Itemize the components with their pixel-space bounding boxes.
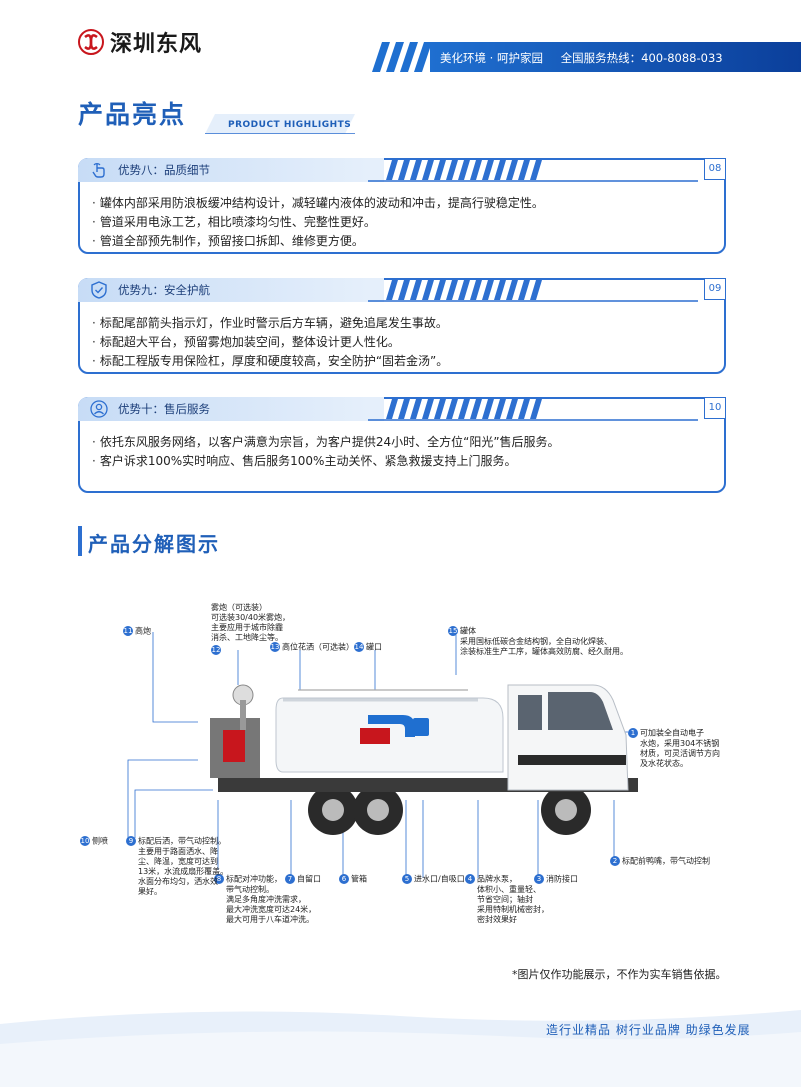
highlights-subtitle-bar	[205, 114, 355, 134]
list-item: 罐体内部采用防浪板缓冲结构设计，减轻罐内液体的波动和冲击，提高行驶稳定性。	[92, 194, 544, 213]
header-band	[430, 42, 801, 72]
footer-slogan: 造行业精品 树行业品牌 助绿色发展	[546, 1023, 751, 1037]
list-item: 标配尾部箭头指示灯，作业时警示后方车辆，避免追尾发生事故。	[92, 314, 448, 333]
header-stripes-decoration	[372, 42, 432, 72]
dongfeng-logo-icon	[78, 29, 104, 55]
logo-text: 深圳东风	[110, 32, 203, 57]
card-list: 依托东风服务网络，以客户满意为宗旨，为客户提供24小时、全方位“阳光”售后服务。…	[92, 433, 560, 471]
header-slogan: 美化环境 · 呵护家园 全国服务热线：400-8088-033	[440, 50, 737, 66]
highlights-subtitle: PRODUCT HIGHLIGHTS	[228, 120, 352, 130]
card-number: 08	[704, 158, 726, 180]
truck-illustration	[127, 632, 638, 878]
page-header: 深圳东风 美化环境 · 呵护家园 全国服务热线：400-8088-033	[0, 0, 801, 72]
card-number: 10	[704, 397, 726, 419]
card-header: 优势八：品质细节	[78, 158, 368, 182]
brand-logo: 深圳东风	[78, 28, 203, 57]
card-number: 09	[704, 278, 726, 300]
card-list: 罐体内部采用防浪板缓冲结构设计，减轻罐内液体的波动和冲击，提高行驶稳定性。 管道…	[92, 194, 544, 251]
advantage-card-10: 优势十：售后服务 10 依托东风服务网络，以客户满意为宗旨，为客户提供24小时、…	[78, 397, 726, 493]
annotation-12: 雾炮（可选装） 可选装30/40米雾炮， 主要应用于城市除霾 消杀、工地降尘等。…	[211, 603, 291, 655]
card-title: 优势八：品质细节	[118, 163, 210, 177]
list-item: 标配工程版专用保险杠，厚度和硬度较高，安全防护“固若金汤”。	[92, 352, 448, 371]
list-item: 标配超大平台，预留雾炮加装空间，整体设计更人性化。	[92, 333, 448, 352]
card-header: 优势十：售后服务	[78, 397, 368, 421]
diagram-title: 产品分解图示	[88, 532, 220, 556]
card-title: 优势十：售后服务	[118, 402, 210, 416]
list-item: 依托东风服务网络，以客户满意为宗旨，为客户提供24小时、全方位“阳光”售后服务。	[92, 433, 560, 452]
card-title: 优势九：安全护航	[118, 283, 210, 297]
advantage-card-8: 优势八：品质细节 08 罐体内部采用防浪板缓冲结构设计，减轻罐内液体的波动和冲击…	[78, 158, 726, 254]
list-item: 管道采用电泳工艺，相比喷漆均匀性、完整性更好。	[92, 213, 544, 232]
card-header: 优势九：安全护航	[78, 278, 368, 302]
card-stripes-decoration	[368, 158, 698, 182]
card-stripes-decoration	[368, 397, 698, 421]
slogan-text: 美化环境 · 呵护家园	[440, 51, 543, 65]
footer-wave	[0, 1010, 801, 1087]
hand-tap-icon	[92, 163, 105, 178]
list-item: 客户诉求100%实时响应、售后服务100%主动关怀、紧急救援支持上门服务。	[92, 452, 560, 471]
advantage-card-9: 优势九：安全护航 09 标配尾部箭头指示灯，作业时警示后方车辆，避免追尾发生事故…	[78, 278, 726, 374]
highlights-title: 产品亮点	[78, 100, 187, 129]
user-service-icon	[90, 400, 108, 418]
card-list: 标配尾部箭头指示灯，作业时警示后方车辆，避免追尾发生事故。 标配超大平台，预留雾…	[92, 314, 448, 371]
disclaimer-text: *图片仅作功能展示，不作为实车销售依据。	[512, 968, 727, 981]
shield-icon	[91, 281, 107, 299]
leader-lines	[127, 632, 628, 878]
card-stripes-decoration	[368, 278, 698, 302]
list-item: 管道全部预先制作，预留接口拆卸、维修更方便。	[92, 232, 544, 251]
diagram-title-bar	[78, 526, 82, 556]
hotline-text: 全国服务热线：400-8088-033	[560, 51, 723, 65]
wheels	[308, 785, 591, 835]
